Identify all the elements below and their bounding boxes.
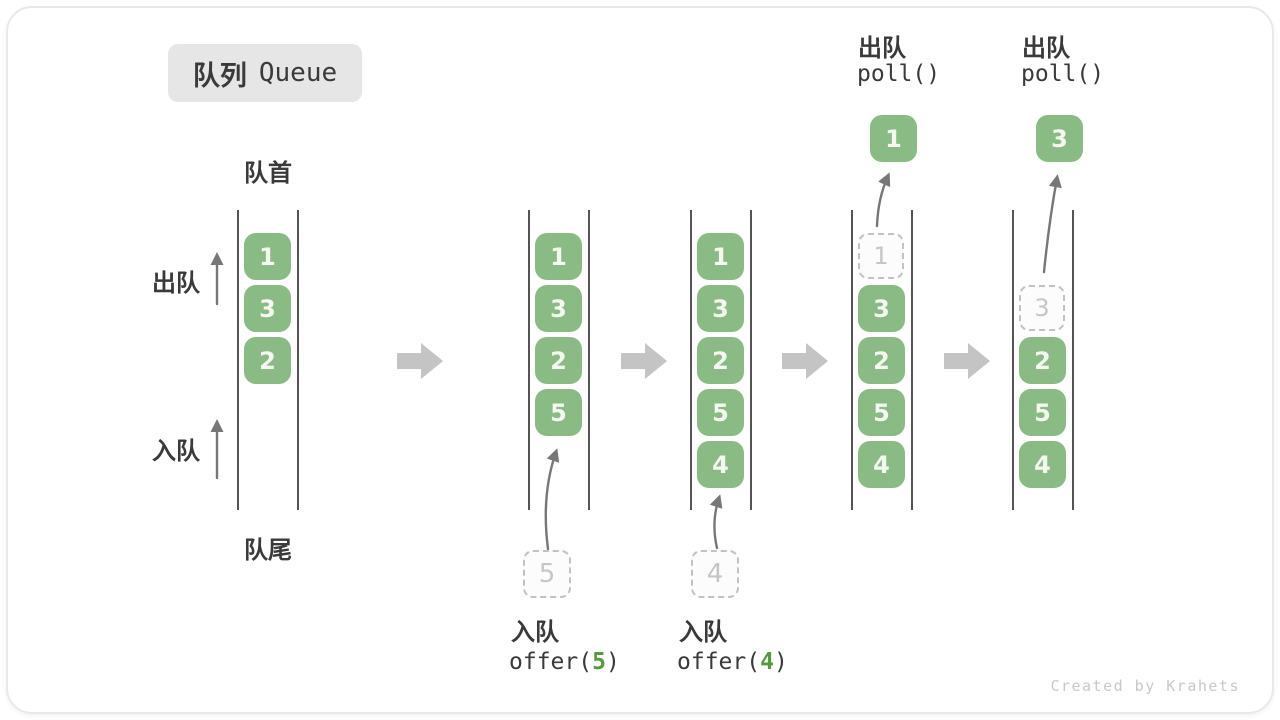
title-badge: 队列 Queue: [168, 44, 362, 102]
enqueue5-op-label: 入队: [511, 619, 559, 646]
queue4-wall-right: [911, 210, 913, 510]
queue5-cell-0: 2: [1019, 337, 1066, 384]
queue3-incoming-box: 4: [691, 550, 739, 598]
diagram-card: [6, 6, 1274, 714]
queue1-cell-0: 1: [244, 233, 291, 280]
queue2-cell-0: 1: [535, 233, 582, 280]
code-arg: 4: [760, 649, 774, 675]
queue2-cell-3: 5: [535, 389, 582, 436]
queue2-wall-right: [588, 210, 590, 510]
title-zh: 队列: [192, 60, 247, 91]
queue4-popped-box: 1: [870, 115, 917, 162]
queue5-cell-1: 5: [1019, 389, 1066, 436]
code-text: ): [605, 649, 620, 675]
title-en: Queue: [258, 58, 338, 88]
side-enqueue-label: 入队: [152, 438, 200, 465]
queue3-wall-left: [690, 210, 692, 510]
queue4-wall-left: [851, 210, 853, 510]
queue5-removed-cell: 3: [1019, 285, 1065, 331]
queue1-wall-right: [297, 210, 299, 510]
queue4-cell-3: 4: [858, 441, 905, 488]
queue5-popped-box: 3: [1036, 115, 1083, 162]
queue1-cell-1: 3: [244, 285, 291, 332]
queue3-cell-0: 1: [697, 233, 744, 280]
watermark: Created by Krahets: [1050, 677, 1240, 695]
queue1-cell-2: 2: [244, 337, 291, 384]
queue5-wall-left: [1012, 210, 1014, 510]
queue4-cell-0: 3: [858, 285, 905, 332]
queue2-cell-1: 3: [535, 285, 582, 332]
code-text: offer(: [677, 649, 761, 675]
queue4-cell-1: 2: [858, 337, 905, 384]
dequeue1-op-code: poll(): [857, 61, 941, 87]
dequeue1-op-label: 出队: [858, 35, 906, 62]
dequeue3-op-label: 出队: [1022, 35, 1070, 62]
enqueue5-op-code: offer(5): [509, 649, 620, 675]
code-text: offer(: [509, 649, 593, 675]
enqueue4-op-label: 入队: [679, 619, 727, 646]
dequeue3-op-code: poll(): [1021, 61, 1105, 87]
enqueue4-op-code: offer(4): [677, 649, 788, 675]
queue2-incoming-box: 5: [523, 550, 571, 598]
queue2-cell-2: 2: [535, 337, 582, 384]
queue3-cell-3: 5: [697, 389, 744, 436]
queue-front-label: 队首: [244, 160, 292, 187]
queue3-cell-2: 2: [697, 337, 744, 384]
queue1-wall-left: [237, 210, 239, 510]
queue3-cell-4: 4: [697, 441, 744, 488]
side-dequeue-label: 出队: [152, 270, 200, 297]
queue5-wall-right: [1072, 210, 1074, 510]
queue3-cell-1: 3: [697, 285, 744, 332]
queue2-wall-left: [528, 210, 530, 510]
code-text: ): [773, 649, 788, 675]
queue4-removed-cell: 1: [858, 233, 904, 279]
queue5-cell-2: 4: [1019, 441, 1066, 488]
queue-rear-label: 队尾: [244, 537, 292, 564]
queue3-wall-right: [750, 210, 752, 510]
code-arg: 5: [592, 649, 606, 675]
queue4-cell-2: 5: [858, 389, 905, 436]
